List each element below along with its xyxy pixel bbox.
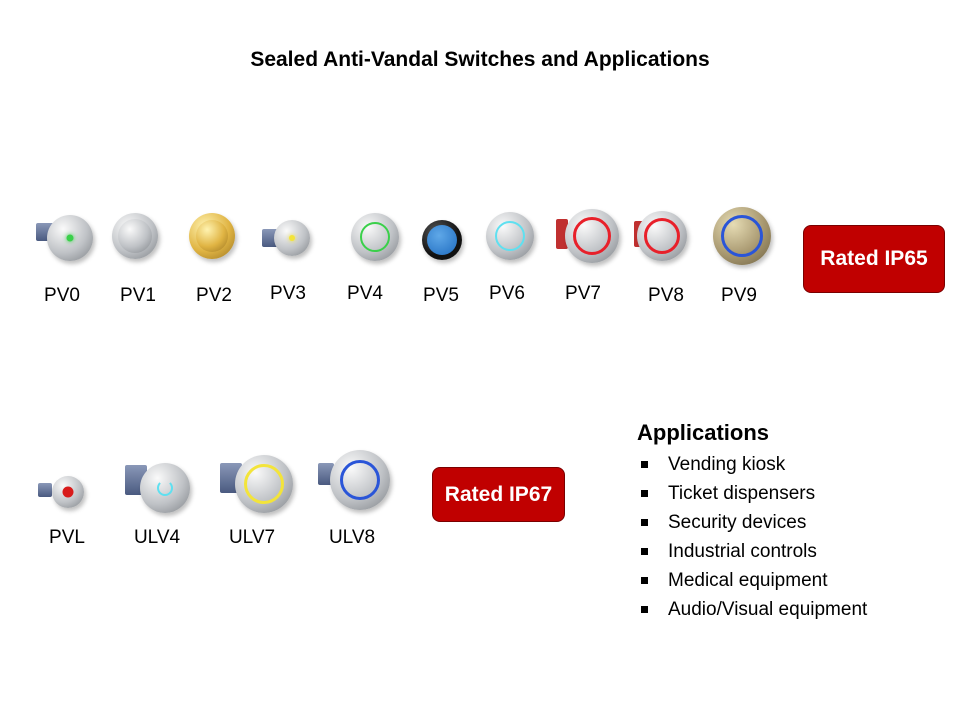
square-bullet-icon <box>641 519 648 526</box>
slide-title: Sealed Anti-Vandal Switches and Applicat… <box>250 48 710 71</box>
applications-list: Vending kiosk Ticket dispensers Security… <box>637 450 867 624</box>
applications-section: Applications Vending kiosk Ticket dispen… <box>637 420 867 624</box>
list-item: Medical equipment <box>637 566 867 595</box>
label-pvl: PVL <box>49 527 85 548</box>
label-ulv4: ULV4 <box>133 527 181 548</box>
label-ulv7: ULV7 <box>228 527 276 548</box>
list-item: Industrial controls <box>637 537 867 566</box>
label-pv0: PV0 <box>44 285 80 306</box>
list-item: Audio/Visual equipment <box>637 595 867 624</box>
list-item: Security devices <box>637 508 867 537</box>
badge-rated-ip65: Rated IP65 <box>803 225 945 293</box>
label-pv9: PV9 <box>721 285 757 306</box>
label-pv3: PV3 <box>270 283 306 304</box>
square-bullet-icon <box>641 490 648 497</box>
square-bullet-icon <box>641 577 648 584</box>
list-item: Ticket dispensers <box>637 479 867 508</box>
badge-rated-ip67: Rated IP67 <box>432 467 565 522</box>
label-pv5: PV5 <box>423 285 459 306</box>
applications-heading: Applications <box>637 420 770 445</box>
label-pv6: PV6 <box>489 283 525 304</box>
label-pv1: PV1 <box>120 285 156 306</box>
label-pv8: PV8 <box>648 285 684 306</box>
square-bullet-icon <box>641 606 648 613</box>
label-pv7: PV7 <box>565 283 601 304</box>
square-bullet-icon <box>641 548 648 555</box>
label-pv2: PV2 <box>196 285 232 306</box>
label-pv4: PV4 <box>347 283 383 304</box>
label-ulv8: ULV8 <box>328 527 376 548</box>
list-item: Vending kiosk <box>637 450 867 479</box>
square-bullet-icon <box>641 461 648 468</box>
